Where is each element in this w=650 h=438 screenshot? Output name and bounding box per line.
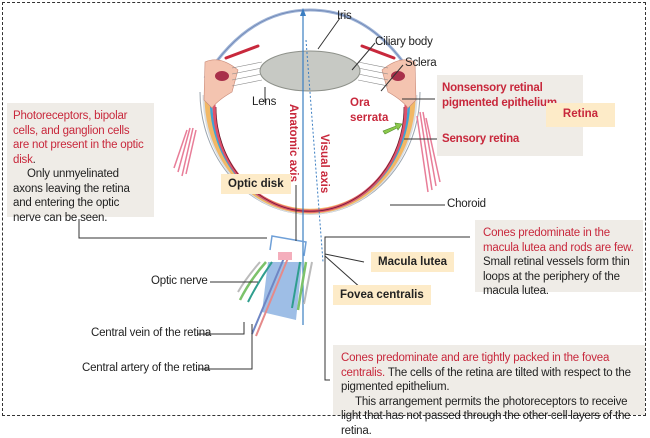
retina-inner [215,106,405,212]
callout-fovea: Cones predominate and are tightly packed… [333,345,645,437]
ora-serrata-line1: Ora [350,97,370,109]
callout-fovea-text: The cells of the retina are tilted with … [341,366,631,394]
iris-right [360,44,396,60]
callout-fovea-highlight: Cones predominate and are tightly packed… [341,352,610,379]
ora-serrata-arrow [382,122,403,135]
extraocular-muscle-left [173,127,197,177]
central-vein [251,257,285,335]
label-sclera: Sclera [405,57,437,69]
label-central-artery: Central artery of the retina [82,362,210,374]
callout-optic-disk-highlight: Photoreceptors, bipolar cells, and gangl… [13,110,144,166]
label-ciliary-body: Ciliary body [375,36,433,48]
ciliary-body-right [381,59,417,109]
callout-macula-highlight: Cones predominate in the macula lutea an… [483,227,634,254]
tag-optic-disk: Optic disk [221,174,291,194]
nonsensory-line1: Nonsensory retinal [442,82,543,94]
lens [259,50,361,92]
tag-fovea-centralis: Fovea centralis [333,285,431,305]
label-lens: Lens [252,96,277,108]
nonsensory-retina-label: Nonsensory retinal pigmented epithelium [442,81,557,111]
callout-fovea-text2: This arrangement permits the photorecept… [341,395,631,437]
label-central-vein: Central vein of the retina [91,327,212,339]
eye-diagram [78,8,470,381]
tag-retina: Retina [546,103,615,127]
tag-macula-lutea: Macula lutea [371,252,455,272]
ciliary-body-left [203,59,239,109]
eyeball-layers [199,91,421,215]
sensory-retina-label: Sensory retina [442,133,520,145]
anatomic-axis-arrow [300,8,306,16]
central-artery [255,257,289,337]
label-anatomic-axis: Anatomic axis [287,104,299,182]
callout-macula-text: Small retinal vessels form thin loops at… [483,256,630,297]
callout-optic-disk-text: Only unmyelinated axons leaving the reti… [13,168,130,224]
visual-axis [305,39,324,263]
optic-disk-bracket [269,235,307,257]
zonular-fibers [231,61,389,87]
label-ora-serrata: Ora serrata [350,96,388,126]
iris-left [224,44,260,60]
leader-lines [78,17,470,381]
callout-macula: Cones predominate in the macula lutea an… [475,220,643,297]
label-choroid: Choroid [447,198,486,210]
label-visual-axis: Visual axis [318,134,330,194]
label-optic-nerve: Optic nerve [151,275,208,287]
ora-serrata-line2: serrata [350,112,389,124]
figure-frame [2,2,646,416]
label-iris: Iris [337,10,352,22]
callout-optic-disk: Photoreceptors, bipolar cells, and gangl… [7,103,154,224]
nonsensory-line2: pigmented epithelium [442,97,557,109]
extraocular-muscle-right [416,111,441,193]
